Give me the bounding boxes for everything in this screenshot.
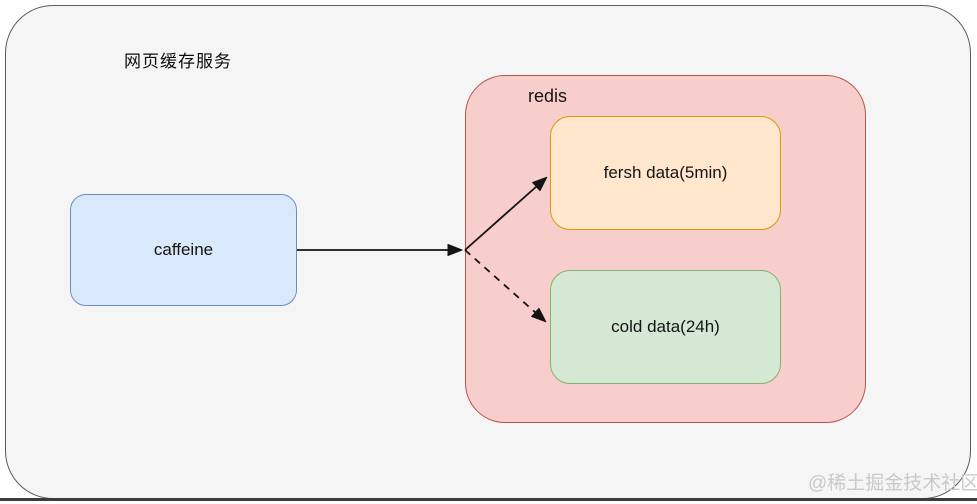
node-cold-data-label: cold data(24h) (611, 317, 720, 336)
node-caffeine: caffeine (70, 194, 297, 306)
bottom-border-line (0, 498, 977, 501)
node-fresh-data: fersh data(5min) (550, 116, 781, 230)
node-cold-data: cold data(24h) (550, 270, 781, 384)
watermark: @稀土掘金技术社区 (808, 473, 977, 494)
diagram-title: 网页缓存服务 (124, 52, 232, 71)
node-fresh-data-label: fersh data(5min) (603, 163, 728, 182)
node-caffeine-label: caffeine (153, 240, 214, 259)
group-redis-label: redis (528, 86, 568, 106)
